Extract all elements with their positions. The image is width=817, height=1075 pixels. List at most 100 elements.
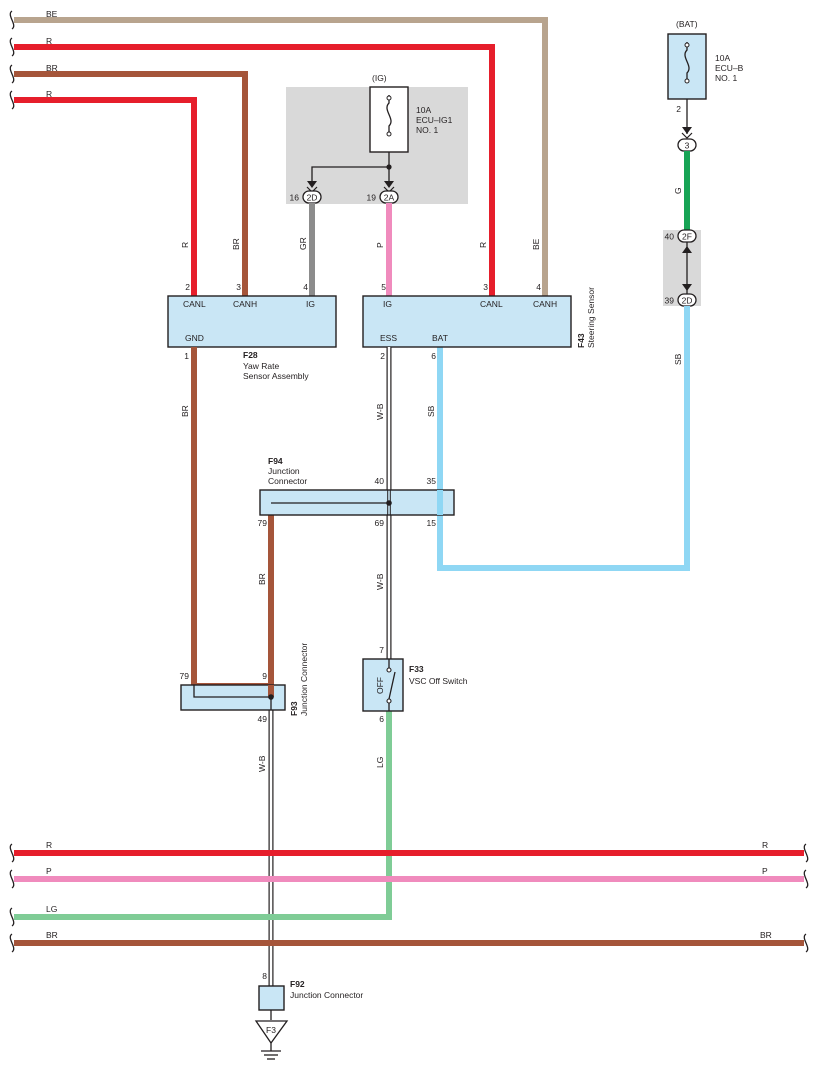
svg-text:7: 7 [379,645,384,655]
f33-code: F33 [409,664,424,674]
svg-text:2D: 2D [307,193,318,203]
svg-text:BR: BR [180,405,190,417]
f43-steering-sensor: 5 3 4 IG CANL CANH ESS BAT 2 6 F43 Steer… [362,282,596,361]
svg-text:R: R [762,840,768,850]
svg-text:LG: LG [375,757,385,768]
svg-text:Connector: Connector [268,476,307,486]
f92-junction-connector: 8 F92 Junction Connector [258,971,363,1020]
svg-text:15: 15 [427,518,437,528]
f33-box [362,658,404,712]
break-mark [9,90,15,110]
svg-text:79: 79 [258,518,268,528]
svg-text:69: 69 [375,518,385,528]
f93-junction-connector: 79 9 49 F93 Junction Connector [180,643,309,724]
svg-text:BR: BR [231,238,241,250]
svg-text:BR: BR [760,930,772,940]
fuse-icon [386,95,392,134]
terminal-ig: IG [306,299,315,309]
fuse-icon [684,42,690,81]
pin-2: 2 [676,104,681,114]
f92-box [258,985,285,1011]
switch-icon [388,671,396,700]
terminal-gnd: GND [185,333,204,343]
bus-label-br: BR [46,63,58,73]
svg-text:2A: 2A [384,193,395,203]
svg-text:ESS: ESS [380,333,397,343]
pin-39: 39 [665,296,675,306]
f33-name: VSC Off Switch [409,676,468,686]
svg-text:W-B: W-B [257,755,267,772]
bat-connector-panel [663,230,701,306]
svg-text:W-B: W-B [375,573,385,590]
svg-text:8: 8 [262,971,267,981]
f33-vsc-off-switch: OFF 7 6 F33 VSC Off Switch [362,645,468,724]
svg-text:2D: 2D [682,296,693,306]
pin-19: 19 [367,193,377,203]
svg-text:1: 1 [184,351,189,361]
svg-text:IG: IG [383,299,392,309]
bat-fuse-name: ECU–B [715,63,744,73]
pin-16: 16 [290,193,300,203]
f92-name: Junction Connector [290,990,363,1000]
svg-text:LG: LG [46,904,57,914]
bat-fuse-number: NO. 1 [715,73,737,83]
svg-text:GR: GR [298,237,308,250]
svg-text:35: 35 [427,476,437,486]
break-mark [9,37,15,57]
wire-sb [437,306,690,571]
f94-code: F94 [268,456,283,466]
svg-text:SB: SB [426,405,436,417]
f93-name: Junction Connector [299,643,309,716]
f28-name-1: Yaw Rate [243,361,279,371]
ground-label: F3 [266,1025,276,1035]
svg-text:6: 6 [431,351,436,361]
f93-code: F93 [289,701,299,716]
svg-text:4: 4 [536,282,541,292]
break-mark [9,64,15,84]
f43-name: Steering Sensor [586,287,596,348]
ig-fuse-name: ECU–IG1 [416,115,453,125]
wire-color-labels: R BR GR P R BE G SB BR W-B SB BR W-B W-B… [180,187,683,772]
svg-text:4: 4 [303,282,308,292]
terminal-canl: CANL [183,299,206,309]
svg-text:49: 49 [258,714,268,724]
bus-label-r: R [46,36,52,46]
pin-40: 40 [665,232,675,242]
svg-text:40: 40 [375,476,385,486]
wire-be-bus [14,17,548,296]
svg-text:SB: SB [673,353,683,365]
terminal-canh: CANH [233,299,257,309]
top-bus: BE R BR R [9,9,548,296]
svg-text:CANL: CANL [480,299,503,309]
ground-icon [254,1020,289,1045]
svg-text:W-B: W-B [375,403,385,420]
svg-text:3: 3 [483,282,488,292]
wire-br-bus-f28 [14,71,248,296]
ig-fuse-rating: 10A [416,105,431,115]
svg-text:Junction: Junction [268,466,300,476]
svg-text:BE: BE [531,238,541,250]
wire-r-bus-f28 [14,97,197,296]
svg-text:P: P [762,866,768,876]
f28-yaw-rate-sensor: 2 3 4 CANL CANH IG GND 1 F28 Yaw Rate Se… [167,282,337,381]
svg-text:79: 79 [180,671,190,681]
bat-fuse-rating: 10A [715,53,730,63]
svg-text:3: 3 [685,141,690,151]
svg-text:2F: 2F [682,232,692,242]
svg-text:G: G [673,187,683,194]
bat-fuse: (BAT) 10A ECU–B NO. 1 2 3 [667,19,744,152]
f28-name-2: Sensor Assembly [243,371,309,381]
wire-lg [14,710,392,920]
svg-text:BR: BR [257,573,267,585]
f43-box [362,295,572,348]
break-mark [9,10,15,30]
svg-text:2: 2 [380,351,385,361]
svg-text:P: P [375,242,385,248]
wire-br-gnd [191,347,271,689]
f28-box [167,295,337,348]
bus-label-be: BE [46,9,58,19]
svg-text:6: 6 [379,714,384,724]
svg-text:5: 5 [381,282,386,292]
svg-text:R: R [478,242,488,248]
